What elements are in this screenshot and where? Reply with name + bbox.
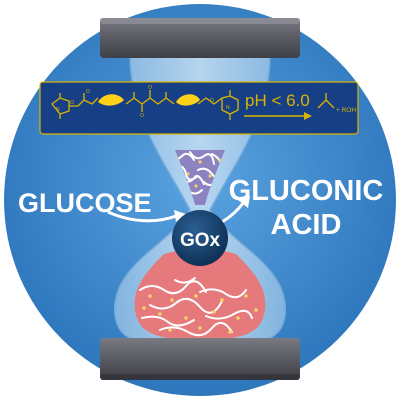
enzyme-label: GOx: [180, 230, 221, 251]
crosslinker-reaction: N N O O O O O pH < 6.0 + ROH: [39, 81, 359, 135]
reaction-band: [39, 81, 359, 135]
product-label-line1: GLUCONIC: [229, 175, 384, 207]
linker-blob-right: [176, 94, 200, 106]
enzyme-ball: [172, 210, 228, 266]
substrate-label: GLUCOSE: [18, 188, 152, 218]
svg-text:O: O: [140, 113, 144, 119]
hourglass-bottom-cap: [100, 338, 300, 380]
linker-blob-left: [98, 94, 124, 106]
reaction-byproduct: + ROH: [336, 107, 356, 114]
arrow-icon: [107, 196, 250, 224]
reaction-condition: pH < 6.0: [245, 91, 310, 110]
svg-text:O: O: [86, 89, 90, 95]
svg-text:O: O: [210, 98, 214, 104]
bottom-gel: [134, 248, 266, 340]
crosslinker-structure-icon: [51, 90, 335, 120]
hourglass-top-cap: [100, 18, 300, 58]
fiber-network-icon: [139, 277, 253, 337]
svg-text:O: O: [148, 85, 152, 91]
svg-text:N: N: [226, 105, 230, 111]
product-label-line2: ACID: [271, 209, 342, 241]
arrow-icon: [244, 112, 312, 120]
svg-text:O: O: [70, 100, 74, 106]
svg-text:N: N: [56, 107, 60, 113]
